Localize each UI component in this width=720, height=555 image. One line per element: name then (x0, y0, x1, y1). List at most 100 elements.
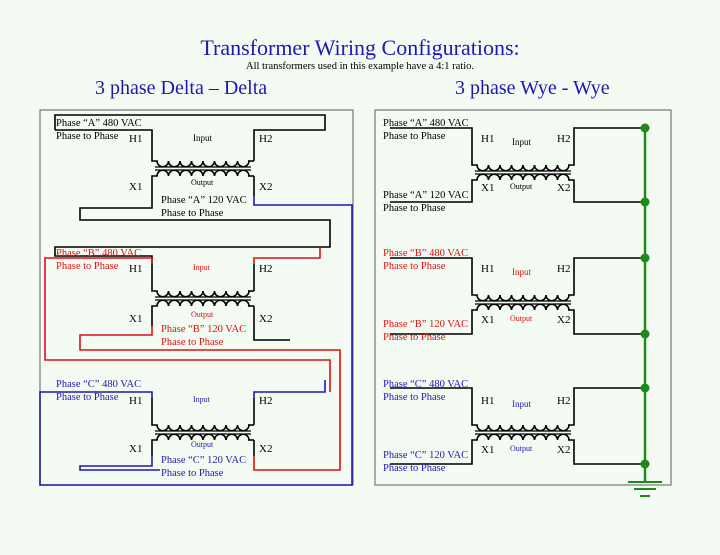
wye-b-x2-wire (573, 324, 645, 335)
wye-frame (374, 109, 672, 486)
delta-b-h2-wire (253, 248, 321, 264)
wye-c-secondary-winding (471, 433, 570, 454)
wye-b-primary-neutral-dot (640, 253, 650, 263)
delta-c-secondary-sub-label: Phase to Phase (161, 468, 224, 479)
wye-a-h1-label: H1 (481, 133, 495, 145)
wye-b-primary-winding (471, 268, 570, 302)
delta-c-input-label: Input (193, 395, 210, 404)
delta-c-primary-label: Phase “C” 480 VAC (56, 379, 142, 390)
delta-b-x1-label: X1 (129, 313, 143, 325)
delta-a-b-link (54, 196, 331, 264)
wye-b-x1-label: X1 (481, 314, 495, 326)
delta-a-primary-winding (151, 134, 250, 168)
delta-c-x2-label: X2 (259, 443, 273, 455)
page-subtitle: All transformers used in this example ha… (245, 61, 475, 72)
wye-a-secondary-winding (471, 173, 570, 192)
wye-a-input-label: Input (512, 137, 531, 147)
wye-b-secondary-lead (568, 309, 575, 324)
delta-a-input-label: Input (193, 133, 212, 143)
delta-c-loop (39, 196, 353, 486)
wye-a-h2-label: H2 (557, 133, 571, 145)
wye-c-primary-lead (568, 398, 575, 426)
delta-a-output-label: Output (191, 178, 214, 187)
transformer-windings (151, 134, 575, 456)
delta-b-h2-label: H2 (259, 263, 273, 275)
delta-heading: 3 phase Delta – Delta (95, 77, 268, 99)
wye-a-primary-neutral-dot (640, 123, 650, 133)
diagram-frames (39, 109, 672, 486)
wye-c-h2-label: H2 (557, 395, 571, 407)
delta-c-secondary-label: Phase “C” 120 VAC (161, 455, 247, 466)
wye-a-secondary-sub-label: Phase to Phase (383, 203, 446, 214)
delta-b-secondary-winding (151, 299, 250, 326)
wye-c-h1-label: H1 (481, 395, 495, 407)
wye-b-primary-sub-label: Phase to Phase (383, 261, 446, 272)
delta-b-loop (44, 257, 331, 392)
wye-a-secondary-lead (568, 179, 575, 192)
wye-b-secondary-label: Phase “B” 120 VAC (383, 319, 469, 330)
wye-heading: 3 phase Wye - Wye (455, 77, 610, 99)
delta-c-secondary-winding (151, 433, 250, 456)
delta-c-primary-sub-label: Phase to Phase (56, 392, 119, 403)
wye-c-secondary-label: Phase “C” 120 VAC (383, 450, 469, 461)
wye-b-h1-wire (390, 257, 473, 268)
delta-a-primary-loop (54, 114, 326, 134)
wye-c-secondary-sub-label: Phase to Phase (383, 463, 446, 474)
wye-a-h2-wire (573, 127, 645, 138)
delta-c-output-label: Output (191, 440, 214, 449)
wye-b-secondary-winding (471, 303, 570, 324)
delta-a-primary-sub-label: Phase to Phase (56, 131, 119, 142)
wye-c-secondary-neutral-dot (640, 459, 650, 469)
wye-c-x1-label: X1 (481, 444, 495, 456)
delta-b-secondary-sub-label: Phase to Phase (161, 337, 224, 348)
wye-a-secondary-neutral-dot (640, 197, 650, 207)
wye-b-h2-label: H2 (557, 263, 571, 275)
delta-a-secondary-sub-label: Phase to Phase (161, 208, 224, 219)
wye-c-input-label: Input (512, 399, 531, 409)
wye-b-secondary-sub-label: Phase to Phase (383, 332, 446, 343)
wye-c-x1-wire (390, 454, 473, 465)
delta-c-secondary-wire (79, 456, 160, 471)
wye-b-x2-label: X2 (557, 314, 571, 326)
wye-a-primary-sub-label: Phase to Phase (383, 131, 446, 142)
wye-a-x1-wire (390, 192, 473, 203)
delta-b-output-label: Output (191, 310, 214, 319)
delta-a-x2-label: X2 (259, 181, 273, 193)
wye-a-output-label: Output (510, 182, 533, 191)
delta-a-secondary-winding (151, 169, 250, 196)
delta-b-primary-label: Phase “B” 480 VAC (56, 248, 142, 259)
wye-c-primary-label: Phase “C” 480 VAC (383, 379, 469, 390)
wye-c-h2-wire (573, 387, 645, 398)
delta-c-h2-wire (253, 380, 326, 398)
wye-a-primary-winding (471, 138, 570, 172)
wye-c-output-label: Output (510, 444, 533, 453)
wye-a-x2-wire (573, 192, 645, 203)
delta-b-primary-winding (151, 264, 250, 298)
wye-b-h2-wire (573, 257, 645, 268)
wye-a-secondary-label: Phase “A” 120 VAC (383, 190, 469, 201)
wye-c-primary-winding (471, 398, 570, 432)
wye-a-primary-lead (568, 138, 575, 166)
delta-a-secondary-label: Phase “A” 120 VAC (161, 195, 247, 206)
delta-a-primary-h1-wire (55, 129, 153, 134)
junction-dots (640, 123, 650, 469)
page-title: Transformer Wiring Configurations: (200, 35, 520, 60)
delta-a-primary-label: Phase “A” 480 VAC (56, 118, 142, 129)
wye-b-primary-lead (568, 268, 575, 296)
wye-a-primary-label: Phase “A” 480 VAC (383, 118, 469, 129)
delta-b-h1-label: H1 (129, 263, 143, 275)
wye-b-secondary-neutral-dot (640, 329, 650, 339)
wye-a-x1-label: X1 (481, 182, 495, 194)
wye-c-x2-label: X2 (557, 444, 571, 456)
wye-b-primary-label: Phase “B” 480 VAC (383, 248, 469, 259)
delta-b-secondary-wire (79, 326, 341, 471)
wye-c-h1-wire (390, 387, 473, 398)
delta-b-input-label: Input (193, 263, 210, 272)
delta-c-h1-label: H1 (129, 395, 143, 407)
delta-a-h2-label: H2 (259, 133, 273, 145)
wye-c-x2-wire (573, 454, 645, 465)
wye-c-primary-neutral-dot (640, 383, 650, 393)
wires (39, 114, 662, 497)
delta-a-h1-label: H1 (129, 133, 143, 145)
